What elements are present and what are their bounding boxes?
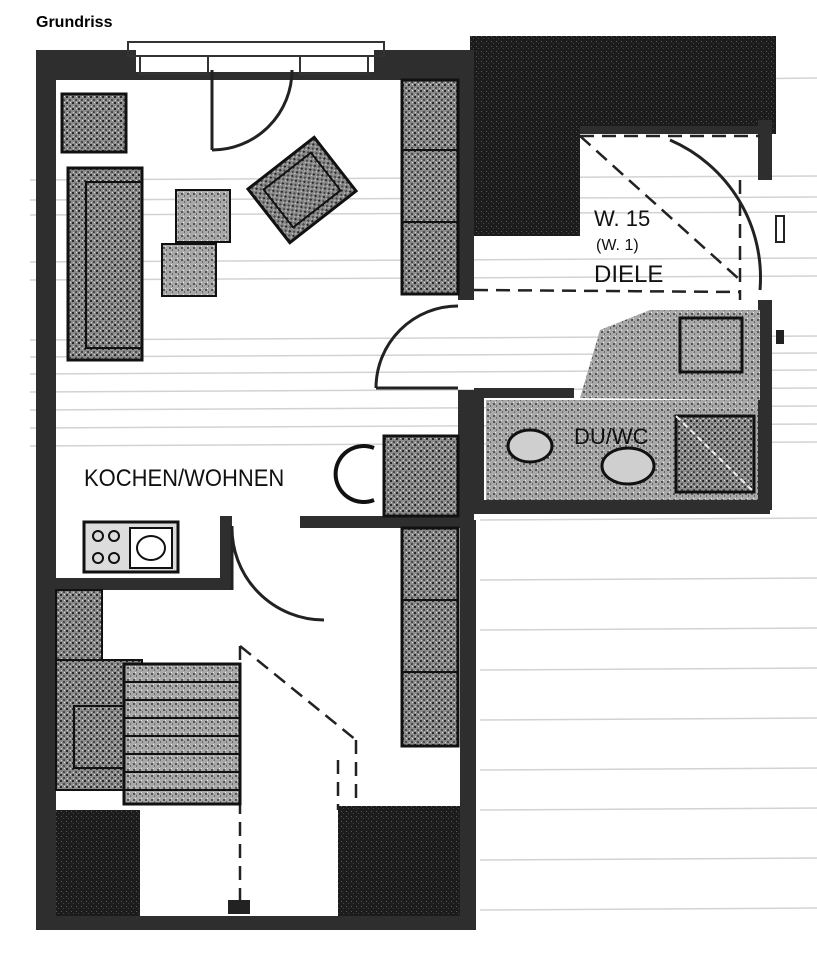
room-label-kochen-wohnen: KOCHEN/WOHNEN — [84, 464, 284, 491]
room-labels: KOCHEN/WOHNEN W. 15 (W. 1) DIELE DU/WC — [84, 206, 663, 491]
furniture — [55, 78, 460, 806]
room-label-diele: DIELE — [594, 261, 663, 288]
stairs — [122, 662, 242, 806]
dashed-lines — [238, 134, 760, 900]
bathroom-area — [486, 310, 760, 500]
outer-walls — [36, 50, 772, 930]
room-unit-diele: W. 15 — [594, 206, 650, 231]
page-title: Grundriss — [36, 14, 113, 31]
window-top — [127, 41, 385, 75]
dark-wall-blocks — [48, 36, 776, 930]
details — [228, 215, 785, 914]
room-label-du-wc: DU/WC — [574, 424, 649, 449]
room-sub-diele: (W. 1) — [596, 237, 639, 254]
